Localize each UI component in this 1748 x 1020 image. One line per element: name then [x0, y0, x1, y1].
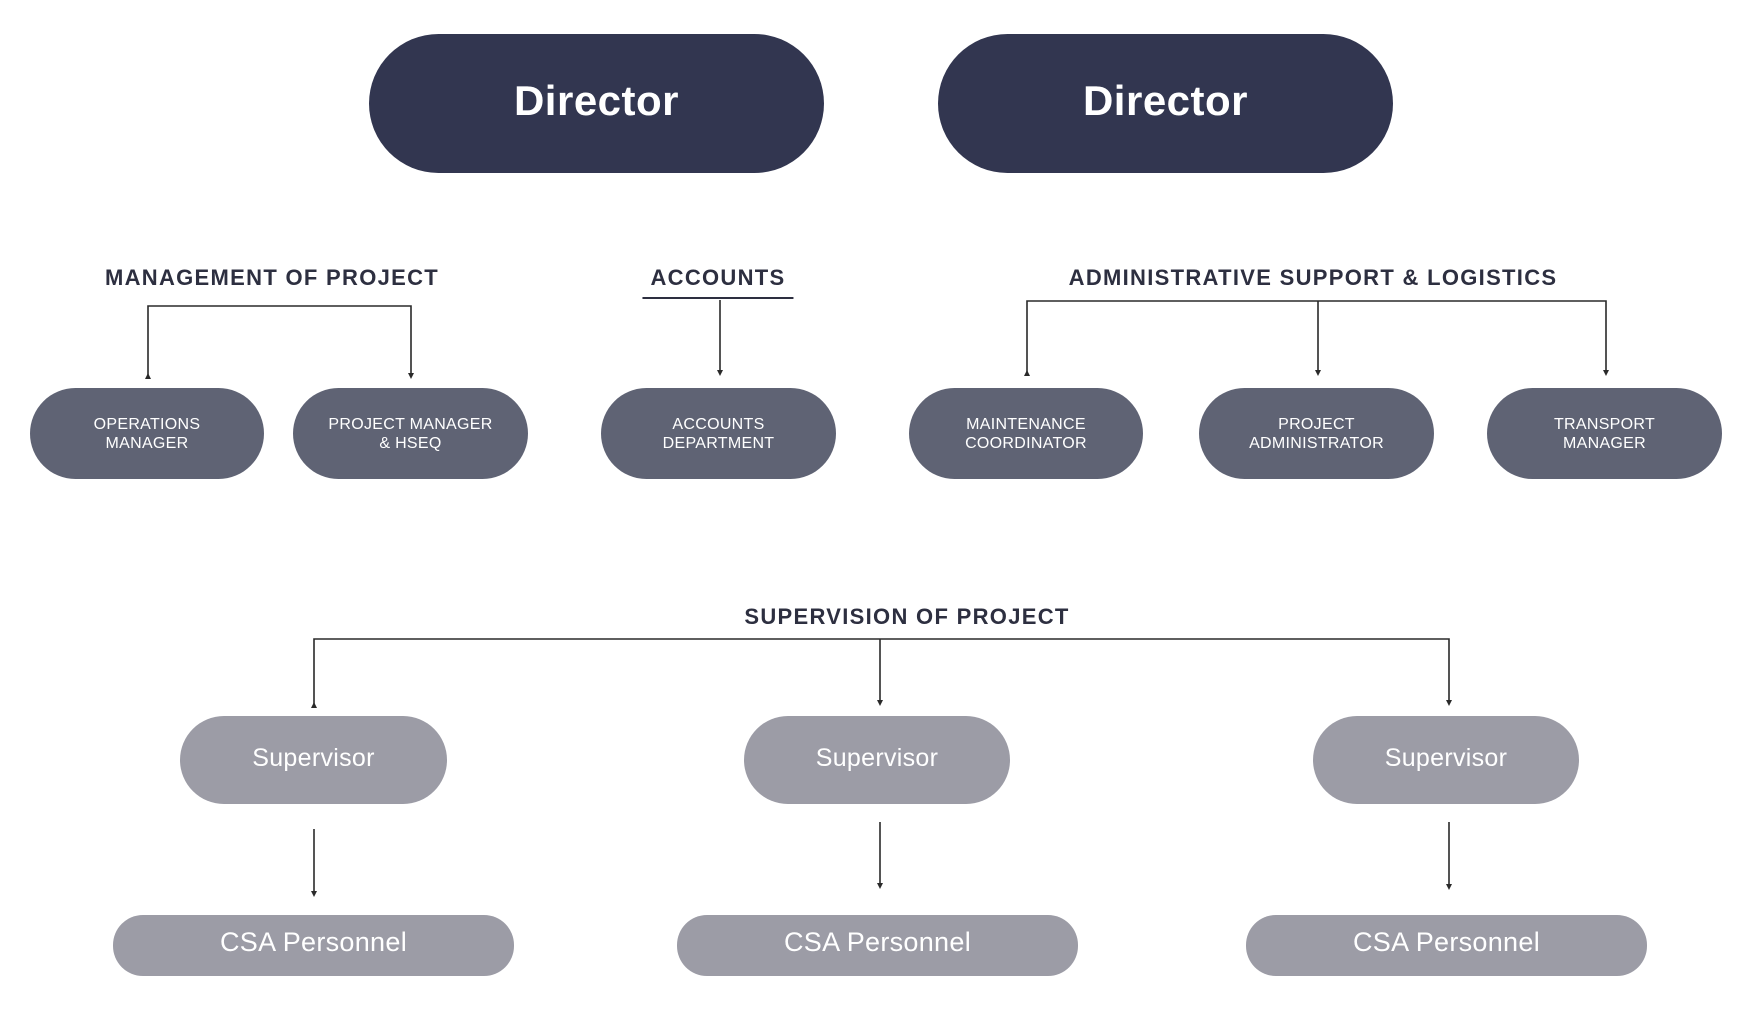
- admin-bracket: [1024, 300, 1609, 376]
- csa-personnel-box-2: CSA Personnel: [677, 915, 1078, 976]
- csa-personnel-box-3: CSA Personnel: [1246, 915, 1647, 976]
- accounts-group-label: ACCOUNTS: [642, 265, 794, 299]
- role-project-administrator: PROJECT ADMINISTRATOR: [1199, 388, 1434, 479]
- supervisor-box-3: Supervisor: [1313, 716, 1579, 804]
- supervisor-box-2: Supervisor: [744, 716, 1010, 804]
- admin-group-label: ADMINISTRATIVE SUPPORT & LOGISTICS: [1068, 265, 1558, 290]
- role-maintenance-coordinator: MAINTENANCE COORDINATOR: [909, 388, 1143, 479]
- director-box-1: Director: [369, 34, 824, 173]
- role-accounts-department: ACCOUNTS DEPARTMENT: [601, 388, 836, 479]
- director-box-2: Director: [938, 34, 1393, 173]
- supervision-group-label: SUPERVISION OF PROJECT: [744, 604, 1070, 629]
- management-group-label: MANAGEMENT OF PROJECT: [104, 265, 440, 290]
- director-label: Director: [513, 76, 680, 124]
- supervisor-box-1: Supervisor: [180, 716, 447, 804]
- csa-personnel-box-1: CSA Personnel: [113, 915, 514, 976]
- role-project-manager-hseq: PROJECT MANAGER & HSEQ: [293, 388, 528, 479]
- role-operations-manager: OPERATIONS MANAGER: [30, 388, 264, 479]
- supervision-bracket: [311, 638, 1452, 708]
- role-transport-manager: TRANSPORT MANAGER: [1487, 388, 1722, 479]
- director-label: Director: [1082, 76, 1249, 124]
- management-bracket: [145, 305, 414, 379]
